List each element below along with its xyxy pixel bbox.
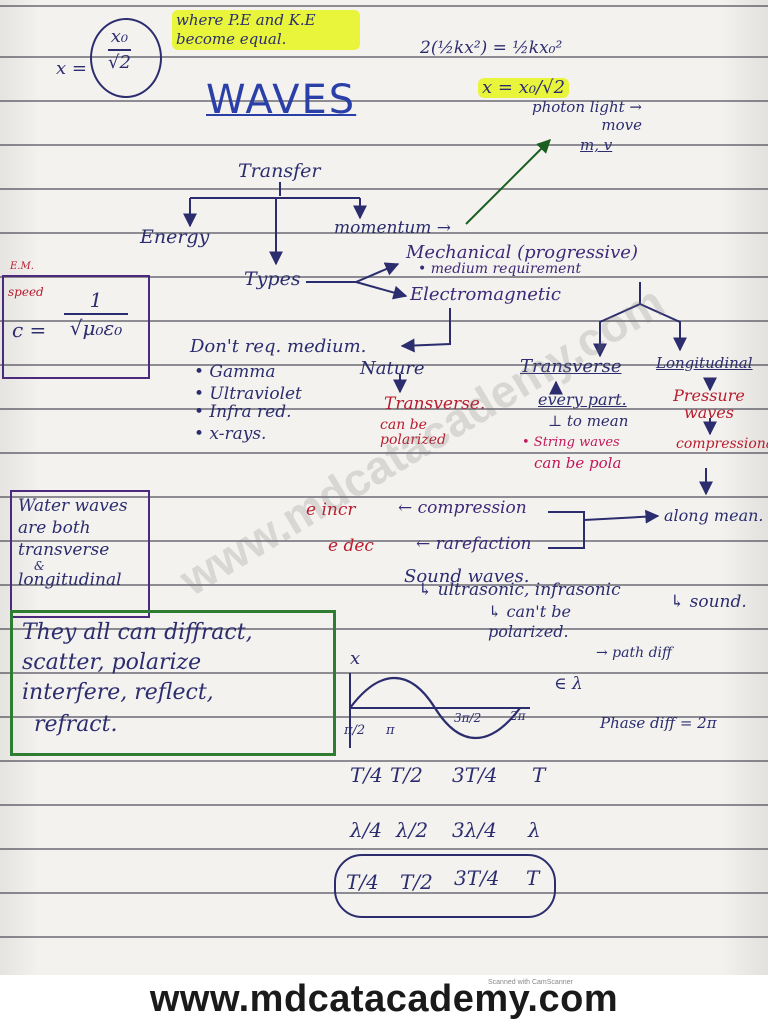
fraction-bar bbox=[64, 313, 128, 315]
circled-x0-fraction bbox=[90, 18, 162, 98]
string-waves-label: • String waves bbox=[522, 435, 620, 450]
along-mean-label: along mean. bbox=[664, 506, 764, 525]
highlighted-equation: x = x₀/√2 bbox=[478, 78, 570, 98]
momentum-label: momentum → bbox=[334, 218, 452, 238]
nature-label: Nature bbox=[360, 358, 425, 379]
em-label: E.M. bbox=[10, 261, 34, 272]
scanner-note: Scanned with CamScanner bbox=[488, 979, 573, 986]
phase-diff-label: Phase diff = 2π bbox=[600, 714, 717, 732]
electromagnetic-label: Electromagnetic bbox=[410, 284, 561, 305]
lambda-label: ∈ λ bbox=[554, 674, 583, 694]
photon-vars: m, v bbox=[580, 136, 613, 154]
water-line: are both bbox=[18, 518, 91, 538]
wavelength-fraction: λ/2 bbox=[396, 818, 429, 842]
e-incr-label: e incr bbox=[306, 500, 356, 520]
where-pe-ke-note: where P.E and K.E become equal. bbox=[172, 10, 360, 50]
can-be-polarized-label: can be polarized bbox=[380, 417, 447, 448]
energy-label: Energy bbox=[140, 226, 210, 248]
water-line: longitudinal bbox=[18, 570, 122, 590]
every-part-label: every part. bbox=[538, 390, 627, 409]
circled-fraction-value: T/4 bbox=[346, 870, 379, 894]
speed-of-light-box bbox=[2, 275, 150, 379]
circled-fraction-value: 3T/4 bbox=[454, 866, 500, 890]
notebook-page: x = x₀ √2 where P.E and K.E become equal… bbox=[0, 0, 768, 975]
compression-label: ← compression bbox=[398, 498, 527, 518]
speed-label: speed bbox=[8, 285, 44, 299]
fraction-bar bbox=[108, 49, 131, 51]
period-fraction: T bbox=[532, 763, 546, 787]
types-label: Types bbox=[244, 268, 301, 290]
path-diff-label: → path diff bbox=[596, 645, 672, 661]
page-title: WAVES bbox=[206, 77, 357, 123]
speed-formula-lhs: c = bbox=[12, 318, 47, 342]
graph-axis-x-label: x bbox=[350, 648, 361, 669]
speed-formula-fraction: 1 √μ₀ε₀ bbox=[64, 290, 128, 338]
graph-tick-label: π bbox=[386, 723, 395, 738]
ultrasonic-label: ↳ ultrasonic, infrasonic bbox=[418, 580, 621, 600]
graph-tick-label: 2π bbox=[510, 709, 526, 723]
sine-curve bbox=[349, 676, 521, 740]
period-fraction: T/2 bbox=[390, 763, 423, 787]
circled-fraction-value: T bbox=[526, 866, 540, 890]
e-dec-label: e dec bbox=[328, 536, 374, 556]
dont-req-medium-label: Don't req. medium. bbox=[190, 336, 367, 357]
water-line: Water waves bbox=[18, 496, 128, 516]
medium-requirement-label: • medium requirement bbox=[418, 261, 582, 277]
concept-map-arrows bbox=[183, 139, 717, 549]
nature-transverse-value: Transverse. bbox=[384, 394, 486, 414]
mechanical-label: Mechanical (progressive) bbox=[406, 242, 638, 263]
sine-wave-graph bbox=[349, 673, 530, 748]
footer-url[interactable]: www.mdcatacademy.com bbox=[149, 978, 619, 1020]
circled-fraction-value: T/2 bbox=[400, 870, 433, 894]
circled-denominator: √2 bbox=[108, 52, 131, 73]
energy-equation: 2(½kx²) = ½kx₀² bbox=[420, 38, 563, 58]
speed-numerator: 1 bbox=[89, 288, 103, 312]
longitudinal-label: Longitudinal bbox=[656, 354, 753, 372]
circled-fractions-cloud bbox=[334, 854, 556, 918]
water-line: & bbox=[34, 559, 45, 573]
water-waves-box bbox=[10, 490, 150, 618]
circled-numerator: x₀ bbox=[110, 26, 129, 47]
photon-note: photon light → move bbox=[531, 98, 642, 134]
graph-tick-label: 3π/2 bbox=[454, 711, 482, 725]
transfer-label: Transfer bbox=[238, 160, 321, 182]
perp-to-mean-label: ⊥ to mean bbox=[548, 412, 629, 430]
period-fraction: T/4 bbox=[350, 763, 383, 787]
pressure-waves-label: Pressure waves bbox=[673, 386, 745, 422]
wavelength-fraction: λ bbox=[528, 818, 541, 842]
sound-waves-label: Sound waves. bbox=[404, 566, 530, 587]
cant-be-polarized-label: ↳ can't be polarized. bbox=[488, 602, 571, 641]
property-line: scatter, polarize bbox=[22, 650, 202, 675]
property-line: They all can diffract, bbox=[22, 620, 253, 645]
period-fraction: 3T/4 bbox=[452, 763, 498, 787]
x-equals-label: x = bbox=[56, 58, 87, 79]
wavelength-fraction: 3λ/4 bbox=[452, 818, 497, 842]
wavelength-fraction: λ/4 bbox=[350, 818, 383, 842]
circled-fraction: x₀ √2 bbox=[108, 28, 131, 72]
audible-sound-label: ↳ sound. bbox=[670, 592, 747, 612]
rarefaction-label: ← rarefaction bbox=[416, 534, 532, 554]
property-line: interfere, reflect, bbox=[22, 680, 214, 705]
property-line: refract. bbox=[34, 712, 118, 737]
wave-properties-box bbox=[10, 610, 336, 756]
speed-denominator: √μ₀ε₀ bbox=[69, 316, 123, 340]
transverse-label: Transverse bbox=[520, 356, 622, 377]
em-list-item: • x-rays. bbox=[194, 424, 267, 444]
water-line: transverse bbox=[18, 540, 110, 560]
graph-tick-label: π/2 bbox=[344, 723, 366, 738]
can-be-pola-label: can be pola bbox=[534, 454, 622, 472]
em-list-item: • Gamma bbox=[194, 362, 276, 382]
footer: www.mdcatacademy.com Scanned with CamSca… bbox=[0, 975, 768, 1024]
em-list-item: • Infra red. bbox=[194, 402, 292, 422]
em-list-item: • Ultraviolet bbox=[194, 384, 302, 404]
